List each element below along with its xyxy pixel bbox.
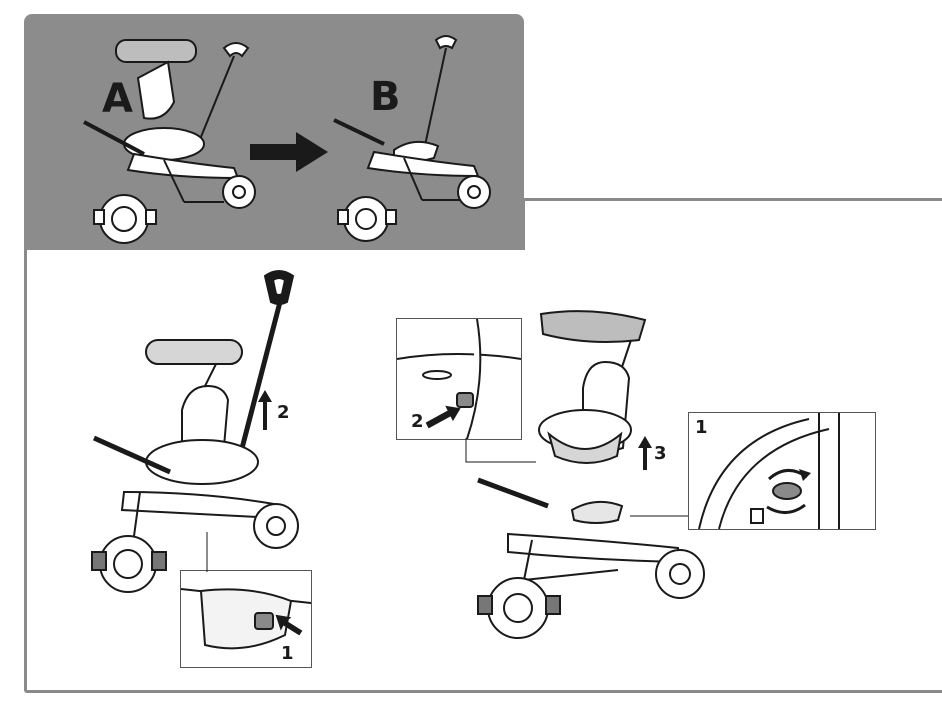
frame-bottom-line — [24, 690, 942, 693]
inset-leader-line-3 — [630, 512, 690, 522]
arrow-up-icon — [258, 390, 272, 430]
latch-detail-inset: 1 — [688, 412, 876, 530]
tricycle-a-illustration — [74, 34, 274, 254]
inset-leader-line — [205, 532, 215, 572]
latch-detail-illustration — [689, 413, 875, 529]
rotate-icon — [799, 469, 811, 481]
tricycle-base-illustration — [468, 470, 708, 650]
tricycle-b-illustration — [324, 34, 504, 254]
frame-left-line — [24, 250, 27, 690]
step-2-push-handle: 2 — [277, 402, 290, 423]
header-panel: A B — [24, 14, 524, 250]
step-1-button: 1 — [281, 643, 294, 664]
button-detail-inset: 1 — [180, 570, 312, 668]
inset-leader-line-2 — [466, 438, 546, 468]
arrow-right-icon — [250, 132, 330, 172]
frame-top-right-line — [522, 198, 942, 201]
arrow-up-icon — [638, 436, 652, 470]
step-3-lift-seat: 3 — [654, 443, 667, 464]
step-1-latch: 1 — [695, 417, 708, 438]
step-2-seat-button: 2 — [411, 411, 424, 432]
seat-button-detail-inset: 2 — [396, 318, 522, 440]
